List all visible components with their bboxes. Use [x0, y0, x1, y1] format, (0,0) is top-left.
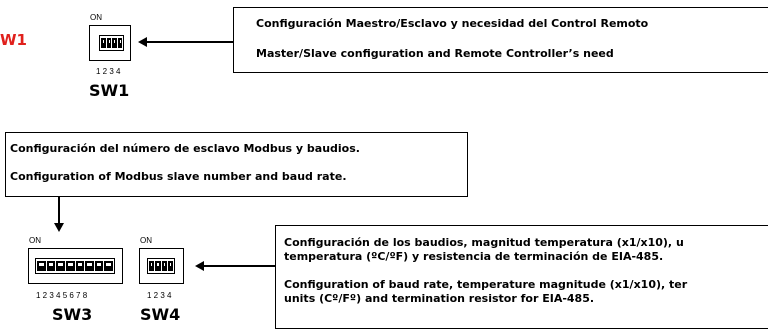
sw1-label: SW1: [89, 81, 130, 100]
sw1-toggle-2[interactable]: [106, 38, 111, 48]
sw3-switch-numbers: 1 2 3 4 5 6 7 8: [36, 291, 88, 300]
modbus-text-en: Configuration of Modbus slave number and…: [10, 170, 347, 183]
header-label: W1: [0, 31, 27, 49]
baud-text-en-line1: Configuration of baud rate, temperature …: [284, 278, 688, 291]
sw1-on-label: ON: [90, 13, 102, 22]
sw1-switch-numbers: 1 2 3 4: [96, 67, 121, 76]
sw1-arrow-head: [138, 37, 147, 47]
sw3-toggle-1[interactable]: [37, 261, 46, 271]
sw4-toggle-4[interactable]: [167, 261, 173, 271]
sw3-switch-block: [35, 258, 115, 274]
sw3-toggle-7[interactable]: [94, 261, 104, 271]
sw1-toggle-1[interactable]: [101, 38, 106, 48]
sw4-dip-switch: [139, 248, 184, 284]
modbus-box: Configuración del número de esclavo Modb…: [5, 132, 468, 197]
sw3-arrow-head: [54, 223, 64, 232]
sw4-switch-block: [147, 258, 175, 274]
sw1-dip-switch: [89, 25, 131, 61]
sw4-toggle-3[interactable]: [161, 261, 167, 271]
sw3-label: SW3: [52, 305, 93, 324]
sw4-switch-numbers: 1 2 3 4: [147, 291, 172, 300]
baud-text-es-line1: Configuración de los baudios, magnitud t…: [284, 236, 684, 249]
baud-text-es-line2: temperatura (ºC/ºF) y resistencia de ter…: [284, 250, 664, 263]
master-slave-text-es: Configuración Maestro/Esclavo y necesida…: [256, 17, 649, 30]
sw4-arrow-head: [195, 261, 204, 271]
sw1-toggle-3[interactable]: [112, 38, 117, 48]
baud-text-en-line2: units (Cº/Fº) and termination resistor f…: [284, 292, 595, 305]
sw1-arrow-line: [146, 41, 233, 43]
sw3-toggle-8[interactable]: [104, 261, 113, 271]
sw3-toggle-2[interactable]: [46, 261, 56, 271]
sw3-toggle-5[interactable]: [75, 261, 85, 271]
sw4-on-label: ON: [140, 236, 152, 245]
sw3-toggle-4[interactable]: [65, 261, 75, 271]
sw4-toggle-2[interactable]: [155, 261, 161, 271]
sw3-arrow-line: [58, 197, 60, 224]
master-slave-box: Configuración Maestro/Esclavo y necesida…: [233, 7, 768, 73]
modbus-text-es: Configuración del número de esclavo Modb…: [10, 142, 360, 155]
sw3-toggle-6[interactable]: [85, 261, 94, 271]
sw3-on-label: ON: [29, 236, 41, 245]
sw1-switch-block: [99, 35, 124, 51]
sw3-dip-switch: [28, 248, 123, 284]
master-slave-text-en: Master/Slave configuration and Remote Co…: [256, 47, 614, 60]
baud-rate-box: Configuración de los baudios, magnitud t…: [275, 225, 768, 329]
sw1-toggle-4[interactable]: [117, 38, 122, 48]
sw4-toggle-1[interactable]: [149, 261, 155, 271]
sw3-toggle-3[interactable]: [56, 261, 65, 271]
sw4-arrow-line: [203, 265, 275, 267]
sw4-label: SW4: [140, 305, 181, 324]
